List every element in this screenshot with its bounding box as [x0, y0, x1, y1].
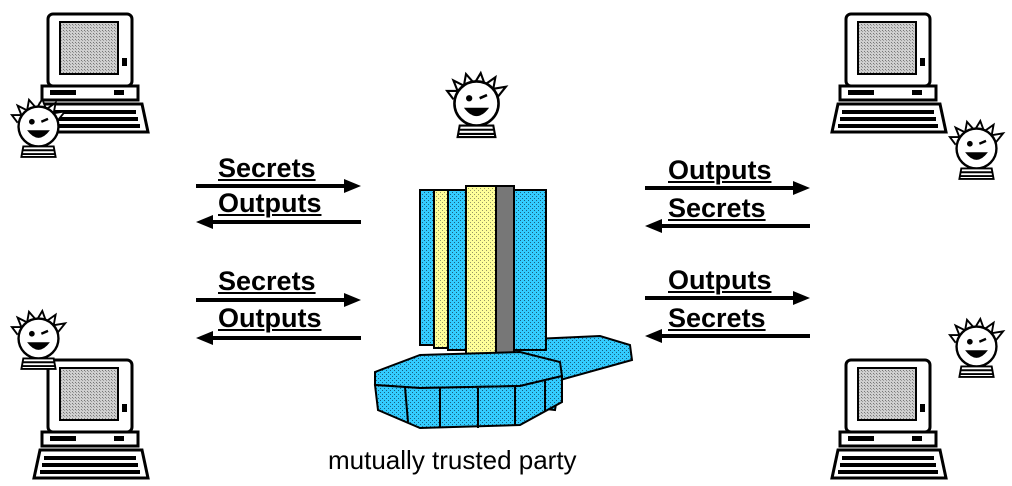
computer-bottom-left-icon	[32, 358, 150, 480]
server-icon	[373, 185, 634, 430]
person-top-right-icon	[948, 119, 1005, 181]
label-right-bottom-secrets: Secrets	[668, 303, 766, 333]
computer-top-right-icon	[830, 12, 948, 134]
label-left-bottom-secrets: Secrets	[218, 266, 316, 296]
arrow-icon	[194, 329, 363, 347]
label-left-bottom-outputs: Outputs	[218, 303, 322, 333]
computer-bottom-right-icon	[830, 358, 948, 480]
label-right-bottom-outputs: Outputs	[668, 265, 772, 295]
label-right-top-secrets: Secrets	[668, 193, 766, 223]
person-trusted-party-icon	[445, 71, 508, 139]
person-bottom-right-icon	[948, 317, 1005, 379]
label-left-top-secrets: Secrets	[218, 153, 316, 183]
caption-trusted-party: mutually trusted party	[328, 445, 577, 475]
label-left-top-outputs: Outputs	[218, 188, 322, 218]
label-right-top-outputs: Outputs	[668, 155, 772, 185]
